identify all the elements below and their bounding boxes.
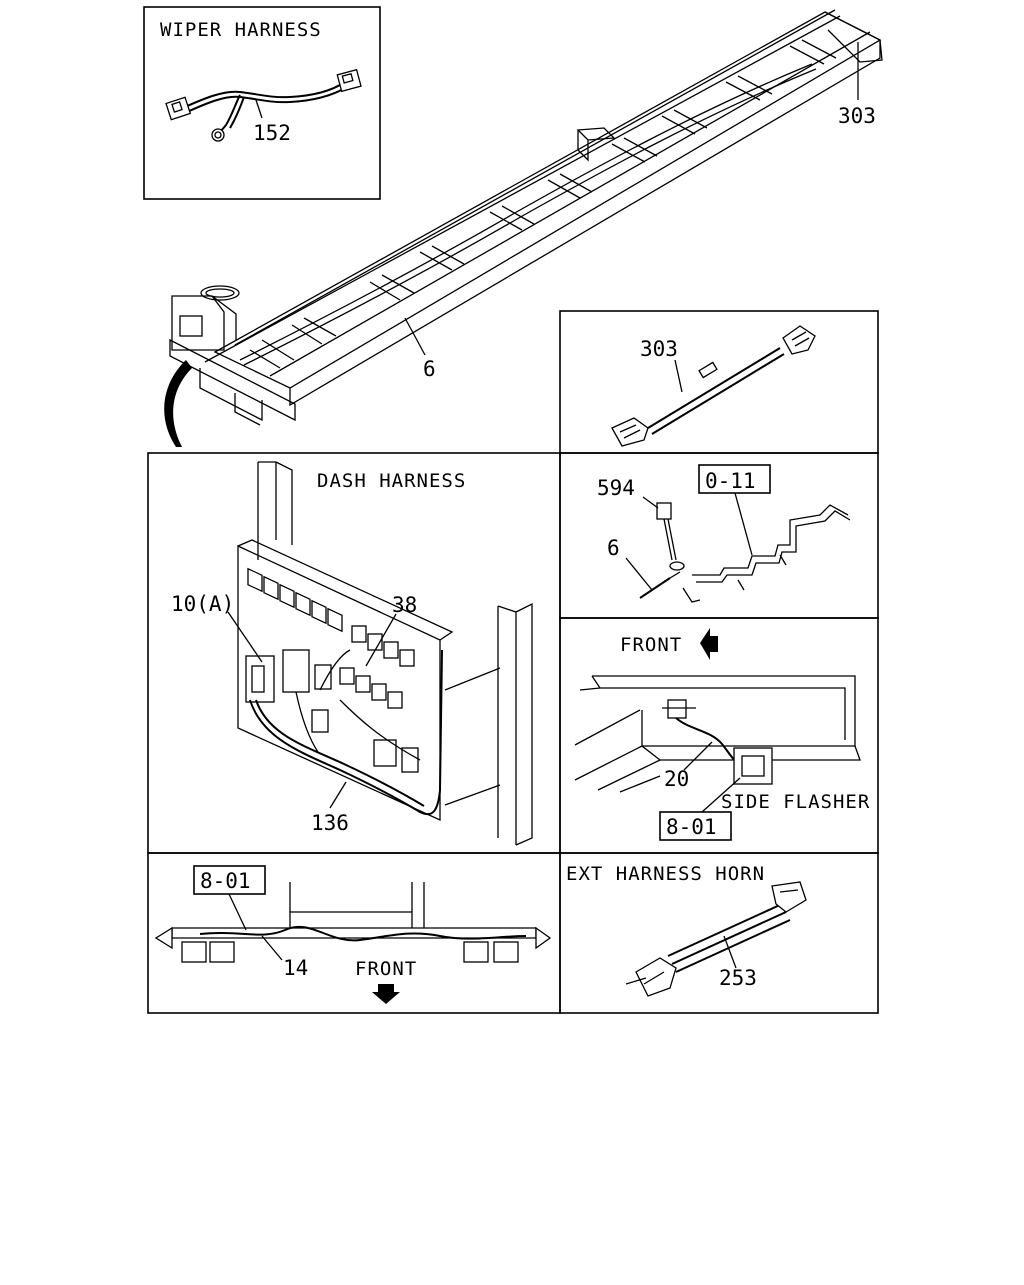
part-label-6-ground: 6: [607, 536, 620, 560]
leader-20: [683, 741, 713, 771]
chassis-frame: [164, 9, 883, 447]
wiper-harness-illustration: [165, 68, 362, 142]
part-label-38: 38: [392, 593, 417, 617]
side-flasher-panel: FRONT: [559, 617, 879, 854]
part-label-6-frame: 6: [423, 357, 436, 381]
side-flasher-title: SIDE FLASHER: [721, 791, 870, 813]
wiper-harness-title: WIPER HARNESS: [160, 19, 322, 41]
relay-row-top: [247, 567, 343, 633]
front-arrow-down: [372, 984, 400, 1004]
connector-303-panel: [559, 310, 879, 454]
ref-label-0-11: 0-11: [705, 469, 756, 493]
part-label-136: 136: [311, 811, 349, 835]
leader-253: [723, 935, 737, 969]
part-label-253: 253: [719, 966, 757, 990]
relay-row-middle: [339, 625, 415, 709]
connector-303-frame: [559, 310, 879, 454]
ref-label-8-01-side: 8-01: [666, 815, 717, 839]
part-label-14: 14: [283, 956, 308, 980]
ref-box-8-01-side: [659, 811, 732, 841]
horn-harness-title: EXT HARNESS HORN: [566, 863, 765, 885]
ref-box-0-11: [698, 464, 771, 494]
leader-10a: [227, 611, 263, 663]
wiper-harness-panel: WIPER HARNESS 152: [143, 6, 381, 200]
dash-harness-panel: DASH HARNESS: [147, 452, 561, 854]
front-label-bottom: FRONT: [355, 958, 417, 980]
leader-136: [329, 781, 347, 809]
dash-harness-title: DASH HARNESS: [317, 470, 466, 492]
leader-8-01-front: [228, 893, 247, 931]
side-flasher-frame: [559, 617, 879, 854]
leader-38: [365, 613, 397, 667]
leader-6-ground: [625, 557, 653, 591]
front-label-side: FRONT: [620, 634, 682, 656]
bolt-594: [656, 502, 672, 520]
leader-594: [642, 496, 659, 509]
leader-0-11: [734, 492, 753, 556]
part-label-152: 152: [253, 121, 291, 145]
part-label-303-frame: 303: [838, 104, 876, 128]
wiper-harness-frame: [143, 6, 381, 200]
part-label-594: 594: [597, 476, 635, 500]
horn-harness-panel: EXT HARNESS HORN: [559, 852, 879, 1014]
part-label-303-connector: 303: [640, 337, 678, 361]
ref-label-8-01-front: 8-01: [200, 869, 251, 893]
leader-14: [261, 935, 283, 961]
part-label-10a: 10(A): [171, 592, 234, 616]
side-flasher-lamp: [733, 747, 773, 785]
leader-8-01-side: [701, 777, 741, 813]
leader-6: [404, 317, 426, 356]
curve-arrow: [164, 360, 192, 447]
front-arrow-left: [700, 628, 718, 660]
fuse-block: [245, 655, 275, 703]
leader-303: [674, 359, 683, 393]
horn-harness-frame: [559, 852, 879, 1014]
part-label-20: 20: [664, 767, 689, 791]
